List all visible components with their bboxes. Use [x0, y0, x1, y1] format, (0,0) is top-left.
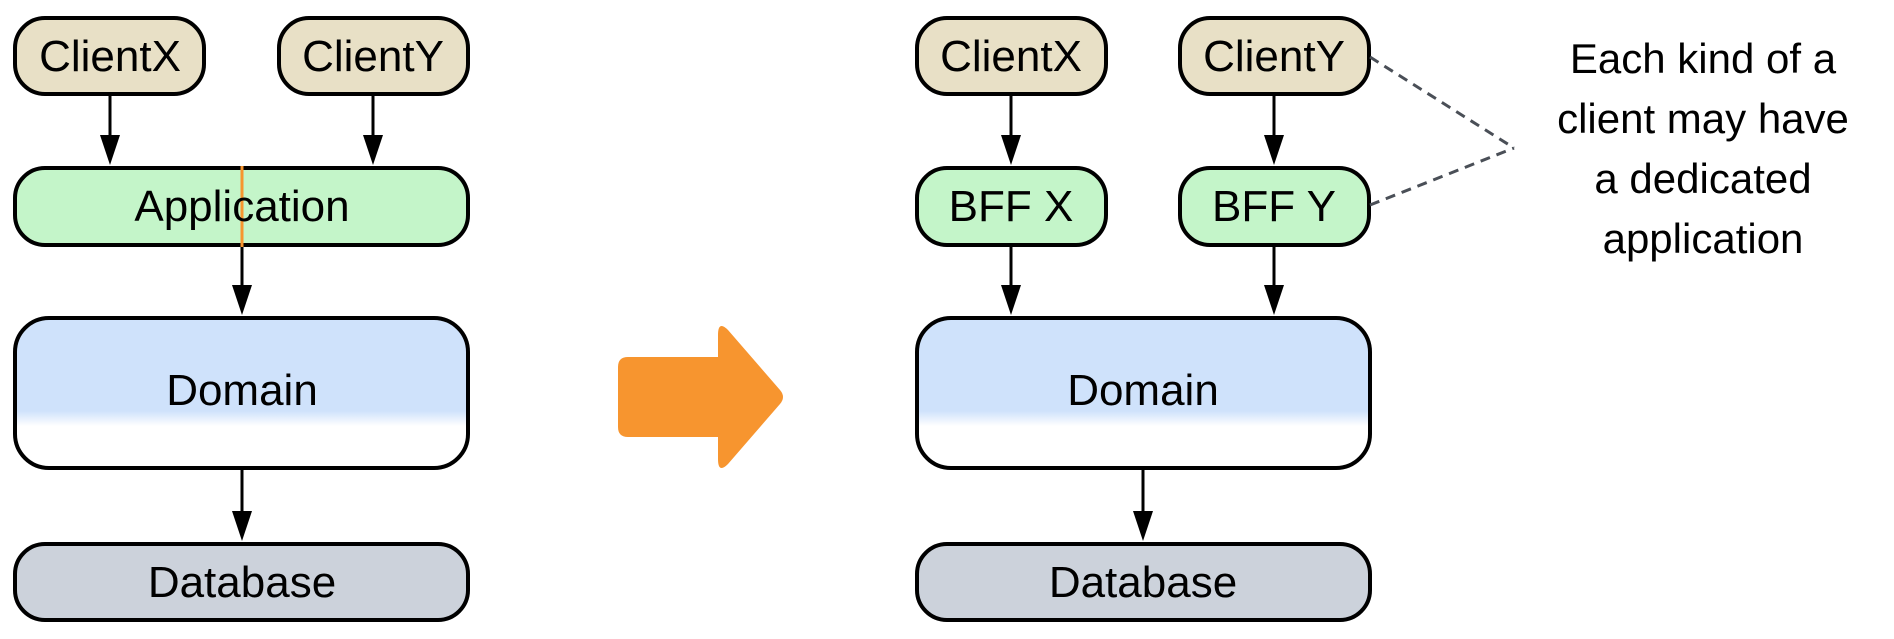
left-database-node: Database	[13, 542, 470, 622]
left-connectors	[100, 95, 383, 541]
right-client-x-node: ClientX	[915, 16, 1108, 96]
right-database-label: Database	[1049, 558, 1237, 607]
left-database-label: Database	[148, 558, 336, 607]
right-connectors	[1001, 95, 1284, 541]
left-domain-node: Domain	[13, 316, 470, 470]
annotation-line-1: Each kind of a	[1570, 35, 1837, 82]
left-domain-label: Domain	[166, 366, 318, 415]
dashed-line-to-bff-y	[1369, 146, 1515, 207]
left-client-y-node: ClientY	[277, 16, 470, 96]
arrowhead	[1264, 285, 1284, 315]
right-client-x-label: ClientX	[940, 32, 1082, 81]
right-bff-y-node: BFF Y	[1178, 166, 1371, 247]
right-domain-label: Domain	[1067, 366, 1219, 415]
right-domain-node: Domain	[915, 316, 1372, 470]
arrowhead	[100, 135, 120, 165]
left-client-x-label: ClientX	[39, 32, 181, 81]
arrowhead	[1133, 511, 1153, 541]
annotation-note: Each kind of a client may have a dedicat…	[1557, 35, 1849, 262]
arrowhead	[232, 511, 252, 541]
transition-arrow-icon	[618, 326, 783, 468]
annotation-line-2: client may have	[1557, 95, 1849, 142]
arrowhead	[1001, 285, 1021, 315]
annotation-line-4: application	[1603, 215, 1804, 262]
right-bff-y-label: BFF Y	[1212, 182, 1336, 231]
left-architecture: ClientX ClientY Application Domain Datab…	[13, 16, 470, 622]
left-client-x-node: ClientX	[13, 16, 206, 96]
dashed-line-to-client-y	[1369, 55, 1515, 150]
right-client-y-label: ClientY	[1203, 32, 1345, 81]
left-application-label: Application	[134, 182, 349, 231]
arrowhead	[1001, 135, 1021, 165]
annotation-line-3: a dedicated	[1594, 155, 1811, 202]
arrowhead	[363, 135, 383, 165]
right-architecture: ClientX ClientY BFF X BFF Y Domain Datab…	[915, 16, 1849, 622]
arrowhead	[232, 285, 252, 315]
right-database-node: Database	[915, 542, 1372, 622]
annotation-connectors	[1369, 55, 1515, 207]
left-client-y-label: ClientY	[302, 32, 444, 81]
right-bff-x-label: BFF X	[949, 182, 1074, 231]
right-bff-x-node: BFF X	[915, 166, 1108, 247]
right-client-y-node: ClientY	[1178, 16, 1371, 96]
left-application-node: Application	[13, 166, 470, 247]
arrowhead	[1264, 135, 1284, 165]
